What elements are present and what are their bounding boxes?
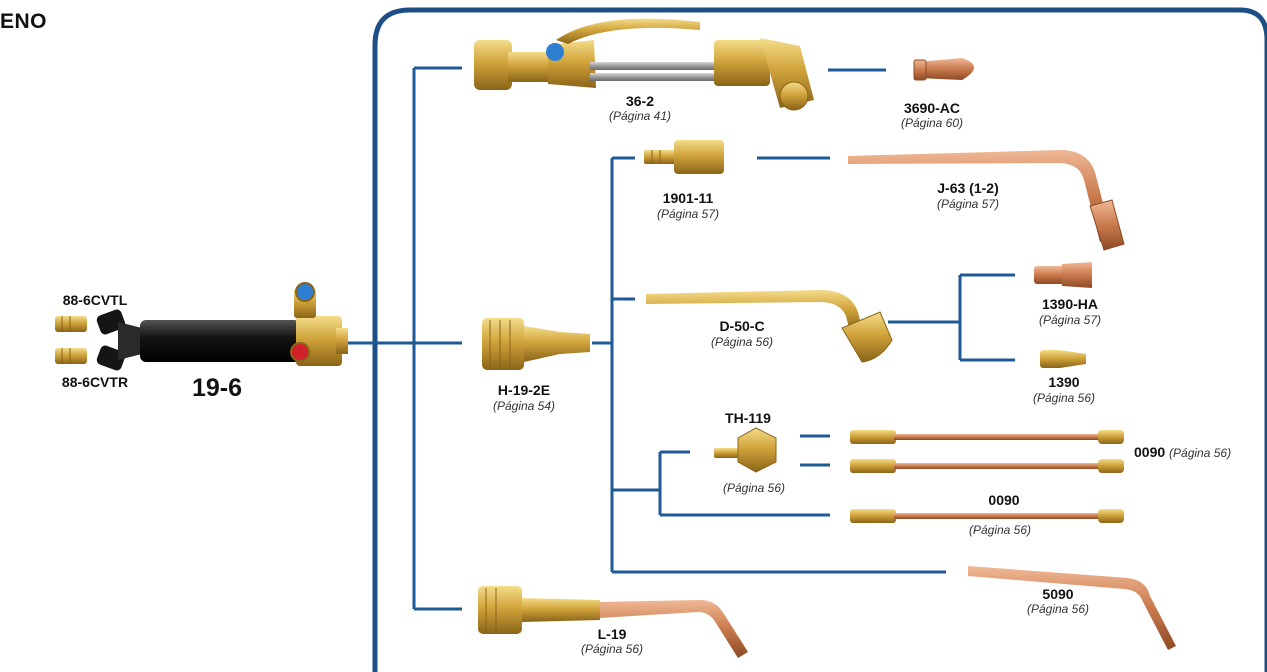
tip-3690-ac-image bbox=[914, 58, 974, 80]
item-0090-lower-code: 0090 bbox=[988, 492, 1019, 508]
tube-0090-lower-image bbox=[850, 509, 1124, 523]
tip-1390-ha-image bbox=[1034, 262, 1092, 288]
tube-0090-middle-image bbox=[850, 459, 1124, 473]
handle-19-6-image bbox=[95, 283, 348, 372]
item-3690-ac-page: (Página 60) bbox=[901, 117, 963, 131]
item-th-119-code: TH-119 bbox=[725, 410, 771, 426]
item-j-63-code: J-63 (1-2) bbox=[937, 180, 998, 196]
item-1901-11-code: 1901-11 bbox=[663, 190, 714, 206]
item-1390-ha-page: (Página 57) bbox=[1039, 314, 1101, 328]
item-h-19-2e-page: (Página 54) bbox=[493, 400, 555, 414]
item-d-50-c-page: (Página 56) bbox=[711, 336, 773, 350]
item-5090-code: 5090 bbox=[1042, 586, 1073, 602]
item-1390-ha-code: 1390-HA bbox=[1042, 296, 1098, 312]
tube-d-50-c-image bbox=[646, 290, 892, 362]
tube-0090-upper-image bbox=[850, 430, 1124, 444]
item-th-119-page: (Página 56) bbox=[723, 482, 785, 496]
valve-left-code: 88-6CVTL bbox=[63, 292, 128, 308]
item-0090-upper-code: 0090 bbox=[1134, 444, 1165, 460]
item-1390-code: 1390 bbox=[1048, 374, 1079, 390]
mixer-h-19-2e-image bbox=[482, 318, 590, 370]
main-item-code: 19-6 bbox=[192, 374, 242, 403]
item-3690-ac-code: 3690-AC bbox=[904, 100, 960, 116]
item-l-19-page: (Página 56) bbox=[581, 643, 643, 657]
adapter-th-119-image bbox=[714, 428, 776, 472]
item-36-2-page: (Página 41) bbox=[609, 110, 671, 124]
valve-right-code: 88-6CVTR bbox=[62, 374, 128, 390]
item-0090-upper-label: 0090 (Página 56) bbox=[1134, 444, 1231, 461]
valve-right-image bbox=[55, 348, 87, 364]
item-36-2-code: 36-2 bbox=[626, 93, 654, 109]
item-l-19-code: L-19 bbox=[598, 626, 627, 642]
item-h-19-2e-code: H-19-2E bbox=[498, 382, 550, 398]
item-1390-page: (Página 56) bbox=[1033, 392, 1095, 406]
item-0090-lower-page: (Página 56) bbox=[969, 524, 1031, 538]
item-j-63-page: (Página 57) bbox=[937, 198, 999, 212]
item-0090-upper-page: (Página 56) bbox=[1169, 446, 1231, 460]
item-1901-11-page: (Página 57) bbox=[657, 208, 719, 222]
item-d-50-c-code: D-50-C bbox=[719, 318, 764, 334]
valve-left-image bbox=[55, 316, 87, 332]
item-5090-page: (Página 56) bbox=[1027, 603, 1089, 617]
adapter-1901-11-image bbox=[644, 140, 724, 174]
tip-1390-image bbox=[1040, 350, 1086, 368]
